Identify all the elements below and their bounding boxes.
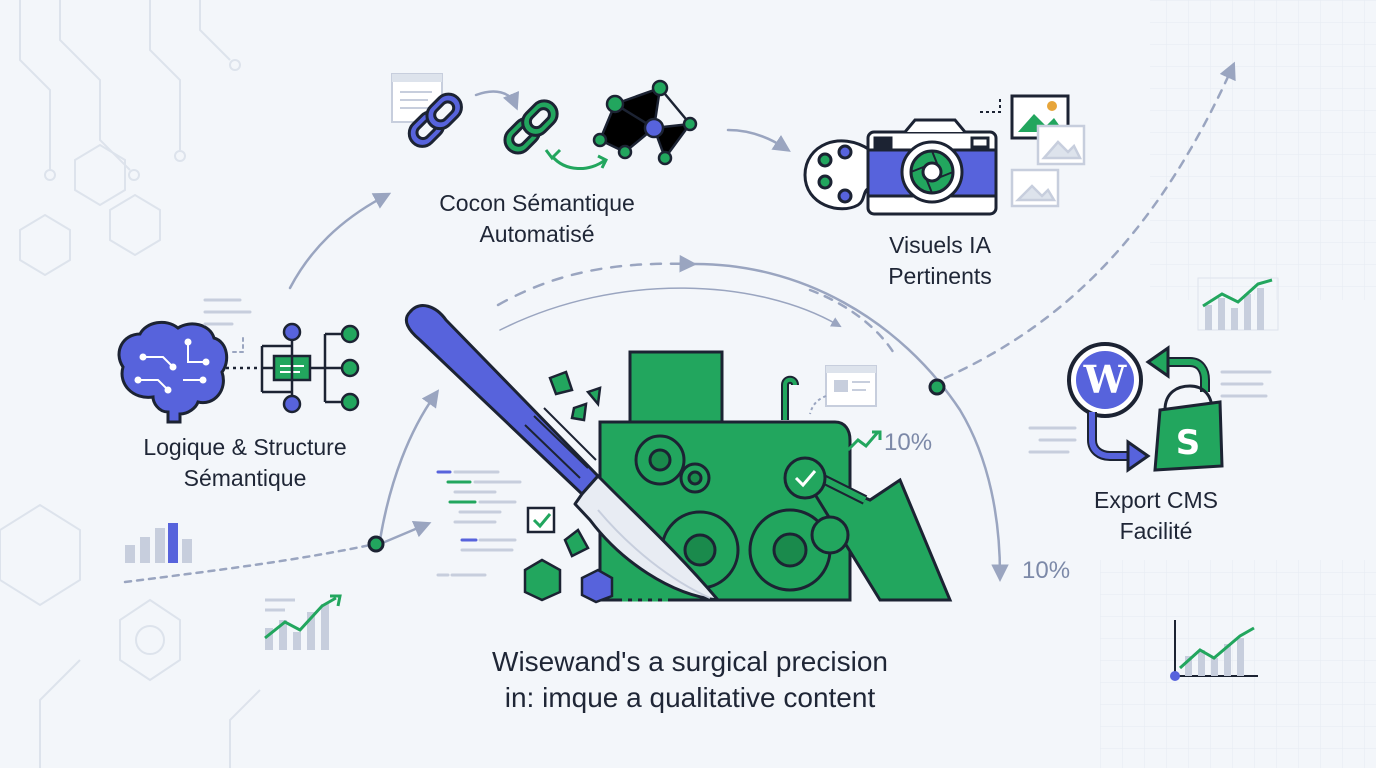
node-label-ai-visuals: Visuels IA Pertinents — [840, 230, 1040, 292]
caption-subtitle: in: imque a qualitative content — [504, 682, 876, 713]
svg-text:S: S — [1176, 423, 1201, 463]
image-icon — [1010, 168, 1060, 208]
arrow-brain-to-tree — [231, 337, 244, 353]
arc-top-dashed — [496, 254, 697, 307]
code-lines-icon — [436, 470, 522, 577]
growth-stat-center: 10% — [884, 429, 933, 456]
arrow-to-top-right — [943, 61, 1236, 380]
double-arrow-icon — [544, 148, 609, 171]
debris-icon — [523, 370, 670, 604]
node-label-semantic-logic: Logique & Structure Sémantique — [100, 432, 390, 494]
arrow-node-to-tool — [378, 521, 432, 546]
caption-title: Wisewand's a surgical precision — [492, 646, 888, 677]
growth-stat-right: 10% — [1022, 557, 1071, 584]
wordpress-icon: W — [1067, 342, 1143, 418]
trend-chart-icon — [1170, 620, 1258, 681]
arc-inner — [499, 287, 842, 331]
node-label-line: Facilité — [1119, 518, 1193, 544]
image-icon — [1036, 124, 1086, 166]
arrow-to-cms-node — [808, 288, 897, 357]
node-label-line: Visuels IA — [889, 232, 991, 258]
node-label-semantic-cocoon: Cocon Sémantique Automatisé — [397, 188, 677, 250]
bar-chart-icon — [125, 523, 192, 563]
node-label-line: Export CMS — [1094, 487, 1218, 513]
node-label-line: Cocon Sémantique — [439, 190, 635, 216]
node-label-line: Logique & Structure — [143, 434, 347, 460]
trend-arrow-icon — [846, 430, 882, 452]
brain-icon — [117, 320, 229, 424]
arrow-node-up — [378, 389, 440, 542]
arrow-logic-to-cocoon — [288, 192, 392, 290]
sync-arrow-icon — [1087, 345, 1210, 473]
connector-node — [367, 535, 385, 553]
chain-link-icon — [407, 92, 463, 148]
trend-chart-icon — [1197, 277, 1279, 331]
connector-node — [928, 378, 946, 396]
scalpel-icon — [404, 304, 720, 602]
text-lines-icon — [203, 298, 252, 326]
node-label-line: Automatisé — [479, 221, 595, 247]
trend-chart-icon — [264, 594, 342, 650]
hierarchy-icon — [226, 322, 360, 414]
node-label-line: Pertinents — [888, 263, 992, 289]
shopify-bag-icon: S — [1153, 384, 1224, 472]
network-graph-icon — [592, 79, 698, 166]
node-label-cms-export: Export CMS Facilité — [1056, 485, 1256, 547]
arrow-chain-link — [474, 90, 520, 111]
browser-window-icon — [809, 365, 877, 415]
node-label-line: Sémantique — [183, 465, 307, 491]
arrow-cocoon-to-visuals — [726, 128, 791, 152]
palette-icon — [803, 139, 881, 211]
text-lines-icon — [1028, 370, 1272, 454]
arrow-bottom-to-scalpel — [123, 542, 377, 584]
chain-link-icon — [503, 99, 559, 155]
camera-icon — [866, 118, 998, 216]
svg-text:W: W — [1083, 357, 1128, 402]
caption: Wisewand's a surgical precision in: imqu… — [380, 644, 1000, 716]
